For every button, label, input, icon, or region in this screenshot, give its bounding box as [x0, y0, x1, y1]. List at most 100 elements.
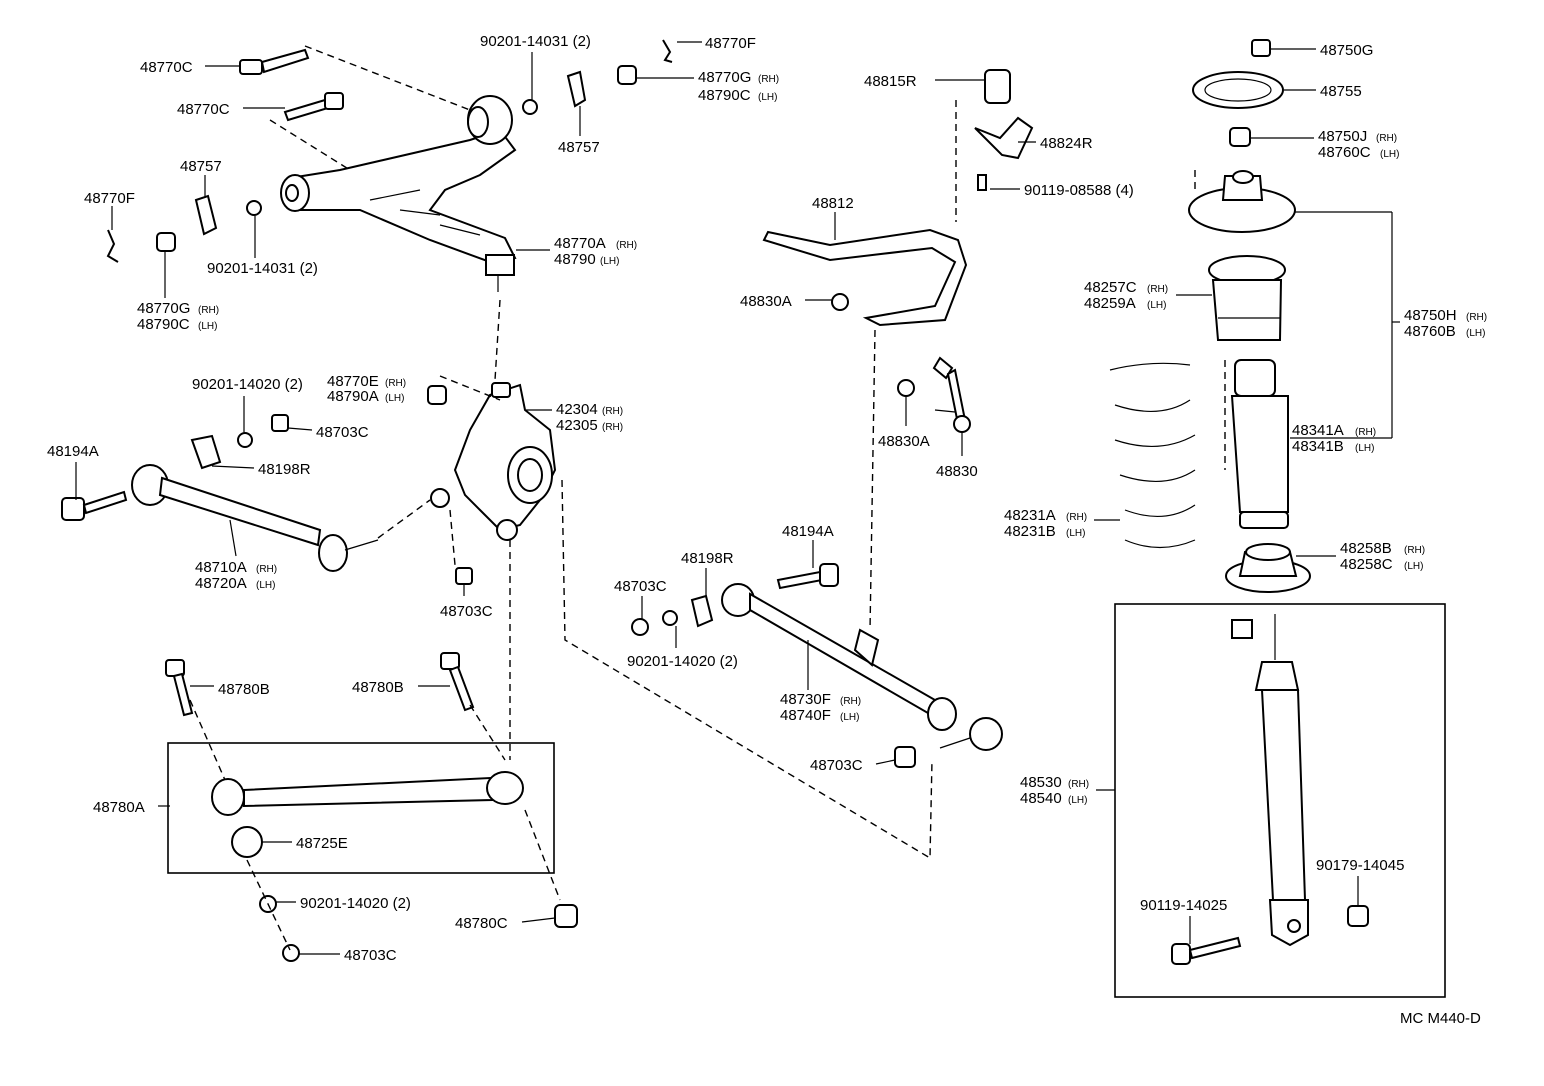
- label-48790c-b-side: (LH): [198, 321, 217, 332]
- bolt-48780b-a: [165, 659, 194, 717]
- nut-48830a-a: [831, 293, 849, 311]
- label-48750j: 48750J: [1318, 128, 1367, 145]
- nut-48770g-b: [156, 232, 176, 252]
- label-48757-a: 48757: [558, 139, 600, 156]
- cam-48198r-a: [190, 434, 222, 470]
- cam-48198r-b: [690, 594, 714, 628]
- bushing-48725e: [231, 826, 263, 858]
- clip-48770f-a: [662, 39, 673, 63]
- label-48770g-b-side: (RH): [198, 305, 219, 316]
- label-48760b: 48760B: [1404, 323, 1456, 340]
- label-48258b-side: (RH): [1404, 545, 1425, 556]
- label-48703c-c: 48703C: [344, 947, 397, 964]
- label-48231a-side: (RH): [1066, 512, 1087, 523]
- label-48780c: 48780C: [455, 915, 508, 932]
- label-48540-side: (LH): [1068, 795, 1087, 806]
- plate-48757-b: [194, 194, 218, 236]
- nut-48830a-b: [897, 379, 915, 397]
- nut-48703c-b: [455, 567, 473, 585]
- label-48780b-b: 48780B: [352, 679, 404, 696]
- label-48760c: 48760C: [1318, 144, 1371, 161]
- part-labels: 48770C 90201-14031 (2) 48770F 48770G (RH…: [47, 33, 1487, 1027]
- label-48730f: 48730F: [780, 691, 831, 708]
- stabilizer-link-48830: [932, 356, 971, 433]
- plate-48757-a: [566, 70, 587, 108]
- label-90119-14025: 90119-14025: [1140, 897, 1227, 914]
- label-48770f-b: 48770F: [84, 190, 135, 207]
- label-42304: 42304: [556, 401, 598, 418]
- label-90201-14020-a: 90201-14020 (2): [192, 376, 303, 393]
- label-48231b: 48231B: [1004, 523, 1056, 540]
- label-48341a: 48341A: [1292, 422, 1344, 439]
- coil-spring-48231a: [1109, 362, 1196, 549]
- label-48790a: 48790A: [327, 388, 379, 405]
- label-48830: 48830: [936, 463, 978, 480]
- label-48341b-side: (LH): [1355, 443, 1374, 454]
- washer-90201-14020-a: [237, 432, 253, 448]
- washer-90201-14031-a: [522, 99, 538, 115]
- bolt-48770c-lower: [283, 92, 344, 122]
- leader-lines: [75, 41, 1400, 955]
- label-48790c-a: 48790C: [698, 87, 751, 104]
- label-48790-side: (LH): [600, 256, 619, 267]
- nut-90179-14045: [1347, 905, 1369, 927]
- label-48750h-side: (RH): [1466, 312, 1487, 323]
- label-48258c-side: (LH): [1404, 561, 1423, 572]
- label-48750g: 48750G: [1320, 42, 1373, 59]
- bolt-48770c-upper: [239, 48, 310, 75]
- label-48770a: 48770A: [554, 235, 606, 252]
- label-90201-14020-b: 90201-14020 (2): [300, 895, 411, 912]
- lateral-arm-48710a: [131, 464, 379, 572]
- label-48231a: 48231A: [1004, 507, 1056, 524]
- nut-48750g: [1251, 39, 1271, 57]
- lower-arm-48730f: [721, 583, 1003, 751]
- label-48824r: 48824R: [1040, 135, 1093, 152]
- nut-48750j: [1229, 127, 1251, 147]
- label-48780a: 48780A: [93, 799, 145, 816]
- label-48530: 48530: [1020, 774, 1062, 791]
- label-90179-14045: 90179-14045: [1316, 857, 1404, 874]
- label-48790: 48790: [554, 251, 596, 268]
- label-90201-14020-c: 90201-14020 (2): [627, 653, 738, 670]
- label-48710a: 48710A: [195, 559, 247, 576]
- label-48703c-e: 48703C: [810, 757, 863, 774]
- label-48720a-side: (LH): [256, 580, 275, 591]
- label-48812: 48812: [812, 195, 854, 212]
- label-90201-14031-b: 90201-14031 (2): [207, 260, 318, 277]
- label-48760b-side: (LH): [1466, 328, 1485, 339]
- label-48740f-side: (LH): [840, 712, 859, 723]
- label-48259a-side: (LH): [1147, 300, 1166, 311]
- label-48770e: 48770E: [327, 373, 379, 390]
- label-48780b-a: 48780B: [218, 681, 270, 698]
- label-48730f-side: (RH): [840, 696, 861, 707]
- label-42305-side: (RH): [602, 422, 623, 433]
- upper-control-arm: [280, 95, 517, 292]
- nut-48780c: [554, 904, 578, 928]
- label-48755: 48755: [1320, 83, 1362, 100]
- nut-48703c-e: [894, 746, 916, 768]
- label-48198r-a: 48198R: [258, 461, 311, 478]
- shock-frame: [1114, 603, 1446, 998]
- label-48198r-b: 48198R: [681, 550, 734, 567]
- label-48830a-b: 48830A: [878, 433, 930, 450]
- label-48341a-side: (RH): [1355, 427, 1376, 438]
- label-48790c-b: 48790C: [137, 316, 190, 333]
- label-48750h: 48750H: [1404, 307, 1457, 324]
- label-42305: 42305: [556, 417, 598, 434]
- nut-48770e: [427, 385, 447, 405]
- label-48770e-side: (RH): [385, 378, 406, 389]
- bolt-90119-14025: [1171, 936, 1242, 965]
- label-48341b: 48341B: [1292, 438, 1344, 455]
- steering-knuckle: [430, 382, 557, 541]
- label-48770g-a-side: (RH): [758, 74, 779, 85]
- label-48258b: 48258B: [1340, 540, 1392, 557]
- label-48257c: 48257C: [1084, 279, 1137, 296]
- washer-90201-14020-c: [662, 610, 678, 626]
- support-48750h: [1188, 170, 1296, 233]
- diagram-code: MC M440-D: [1400, 1010, 1481, 1027]
- seat-48755: [1192, 71, 1284, 109]
- label-48770g-b: 48770G: [137, 300, 190, 317]
- label-48231b-side: (LH): [1066, 528, 1085, 539]
- label-48790a-side: (LH): [385, 393, 404, 404]
